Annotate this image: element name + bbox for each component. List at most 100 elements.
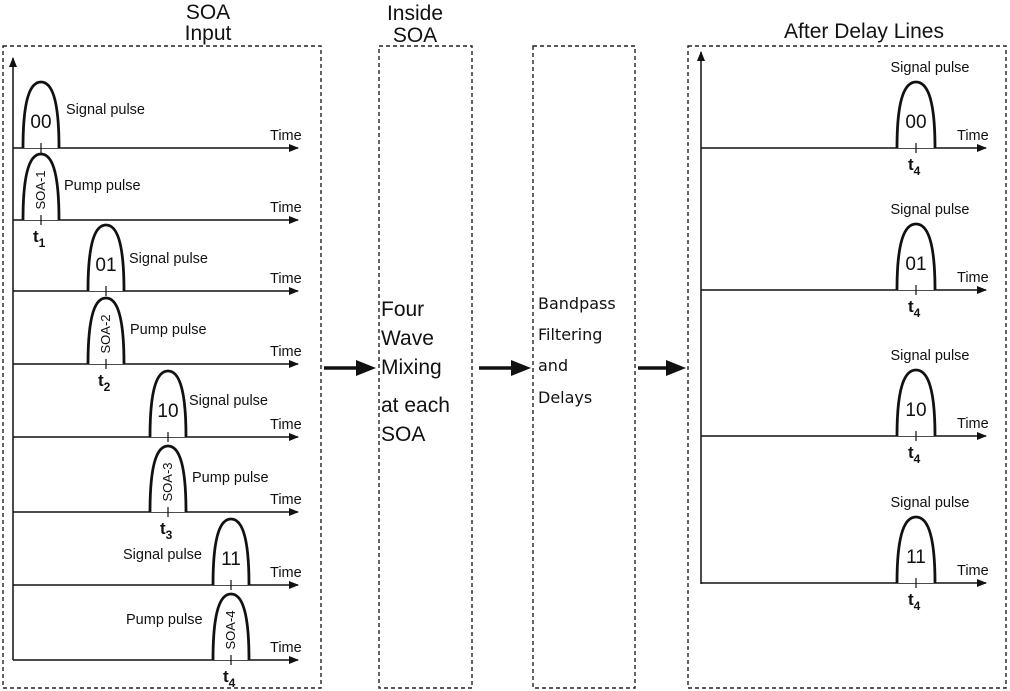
right-row-1: Time 00 Signal pulse t4 <box>701 60 989 178</box>
time-instant-subscript: 4 <box>914 164 921 178</box>
time-instant-subscript: 4 <box>229 676 236 690</box>
left-row-6: Time SOA-3 Pump pulse t3 <box>13 444 302 542</box>
time-axis-label: Time <box>957 563 989 579</box>
time-instant-label: t4 <box>908 297 921 320</box>
after-delay-lines-heading: After Delay Lines <box>784 20 944 43</box>
time-axis-label: Time <box>957 270 989 286</box>
left-row-1: Time 00 Signal pulse <box>13 80 302 153</box>
left-row-4: Time SOA-2 Pump pulse t2 <box>13 296 302 394</box>
signal-pulse-shape <box>86 223 126 292</box>
signal-code: 10 <box>157 401 178 422</box>
time-axis-label: Time <box>270 344 302 360</box>
filter-line-2: Filtering <box>538 325 602 344</box>
flow-arrow-3-head <box>666 360 686 376</box>
pump-pulse-shape <box>211 592 251 661</box>
soa-id-label: SOA-4 <box>223 610 238 649</box>
right-row-3: Time 10 Signal pulse t4 <box>701 348 989 466</box>
signal-pulse-label: Signal pulse <box>891 60 970 76</box>
time-instant-subscript: 1 <box>39 236 46 250</box>
filter-line-1: Bandpass <box>538 294 616 313</box>
time-instant-label: t4 <box>908 590 921 613</box>
mixing-line-5: SOA <box>381 423 425 446</box>
time-axis-label: Time <box>270 128 302 144</box>
time-instant-subscript: 4 <box>914 599 921 613</box>
time-axis-label: Time <box>957 128 989 144</box>
soa-id-label: SOA-2 <box>98 314 113 353</box>
signal-pulse-shape <box>895 515 937 584</box>
pump-pulse-label: Pump pulse <box>126 612 203 628</box>
flow-arrow-2-head <box>511 360 531 376</box>
signal-code: 11 <box>906 547 926 568</box>
signal-pulse-shape <box>895 368 937 437</box>
left-row-8: Time SOA-4 Pump pulse t4 <box>13 592 302 690</box>
signal-pulse-label: Signal pulse <box>129 251 208 267</box>
filter-line-3: and <box>538 356 568 375</box>
time-instant-label: t1 <box>33 227 46 250</box>
time-axis-label: Time <box>270 417 302 433</box>
signal-pulse-label: Signal pulse <box>891 348 970 364</box>
signal-pulse-label: Signal pulse <box>66 102 145 118</box>
time-instant-label: t4 <box>223 667 236 690</box>
soa-input-box <box>2 45 322 689</box>
time-instant-label: t4 <box>908 155 921 178</box>
right-row-4: Time 11 Signal pulse t4 <box>701 495 989 613</box>
signal-pulse-shape <box>148 369 188 438</box>
inside-soa-box <box>378 45 473 689</box>
time-instant-subscript: 4 <box>914 452 921 466</box>
time-instant-subscript: 3 <box>166 528 173 542</box>
time-instant-label: t4 <box>908 443 921 466</box>
soa-id-label: SOA-1 <box>33 170 48 209</box>
left-row-2: Time SOA-1 Pump pulse t1 <box>13 152 302 250</box>
signal-pulse-label: Signal pulse <box>189 393 268 409</box>
four-wave-mixing-text: Four Wave Mixing at each SOA <box>381 298 450 446</box>
filter-delay-box <box>532 45 636 689</box>
pump-pulse-shape <box>86 296 126 365</box>
inside-soa-heading-line1: Inside <box>387 2 443 25</box>
signal-pulse-label: Signal pulse <box>891 495 970 511</box>
signal-pulse-label: Signal pulse <box>123 547 202 563</box>
soa-id-label: SOA-3 <box>160 462 175 501</box>
pump-pulse-shape <box>148 444 188 513</box>
signal-pulse-label: Signal pulse <box>891 202 970 218</box>
signal-code: 11 <box>221 549 241 570</box>
after-delay-box <box>687 45 1007 689</box>
signal-pulse-shape <box>895 222 937 291</box>
signal-code: 01 <box>905 254 926 275</box>
flow-arrow-1-head <box>356 360 376 376</box>
right-row-2: Time 01 Signal pulse t4 <box>701 202 989 320</box>
pump-pulse-label: Pump pulse <box>192 470 269 486</box>
time-axis-label: Time <box>957 416 989 432</box>
time-axis-label: Time <box>270 271 302 287</box>
time-axis-label: Time <box>270 640 302 656</box>
signal-code: 10 <box>905 400 926 421</box>
mixing-line-3: Mixing <box>381 356 442 379</box>
time-instant-label: t3 <box>160 519 173 542</box>
signal-code: 00 <box>30 112 51 133</box>
time-axis-label: Time <box>270 492 302 508</box>
mixing-line-4: at each <box>381 394 450 417</box>
signal-pulse-shape <box>21 80 61 149</box>
left-row-5: Time 10 Signal pulse <box>13 369 302 442</box>
signal-pulse-shape <box>211 517 251 586</box>
soa-input-heading-line2: Input <box>185 22 232 45</box>
signal-code: 00 <box>905 112 926 133</box>
mixing-line-1: Four <box>381 298 424 321</box>
signal-pulse-shape <box>895 80 937 149</box>
mixing-line-2: Wave <box>381 327 434 350</box>
pump-pulse-label: Pump pulse <box>130 322 207 338</box>
time-axis-label: Time <box>270 200 302 216</box>
filter-delay-text: Bandpass Filtering and Delays <box>538 294 616 407</box>
pump-pulse-label: Pump pulse <box>64 178 141 194</box>
inside-soa-heading-line2: SOA <box>393 24 437 47</box>
filter-line-4: Delays <box>538 388 592 407</box>
pump-pulse-shape <box>21 152 61 221</box>
soa-input-heading-line1: SOA <box>186 1 230 24</box>
time-instant-subscript: 2 <box>104 380 111 394</box>
time-axis-label: Time <box>270 565 302 581</box>
time-instant-label: t2 <box>98 371 111 394</box>
